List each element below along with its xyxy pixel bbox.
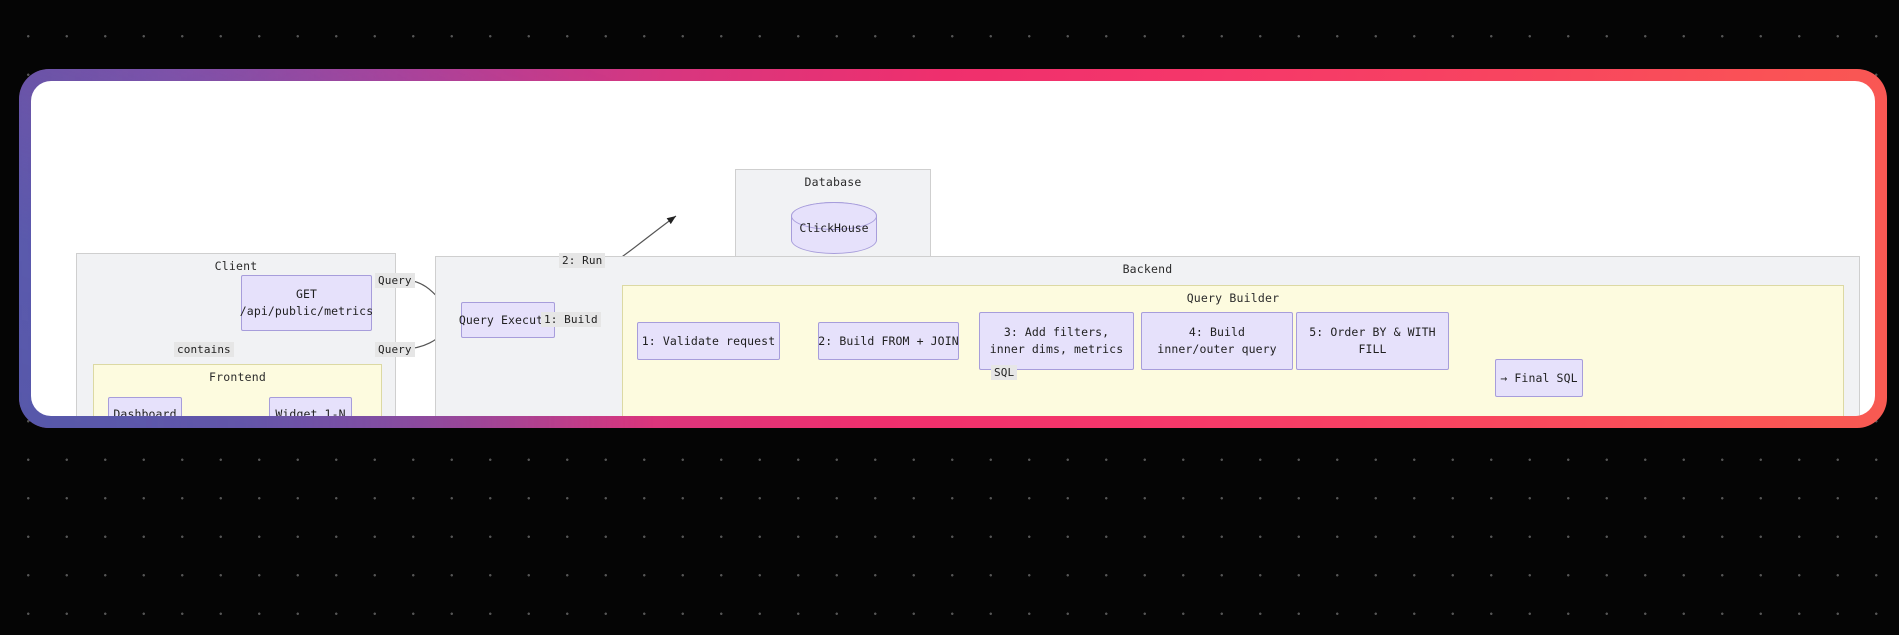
edge-label-api-query: Query (375, 273, 415, 288)
edge-label-run: 2: Run (559, 253, 606, 268)
node-step4-line2: inner/outer query (1157, 342, 1277, 356)
edge-label-build: 1: Build (541, 312, 601, 327)
edge-label-widget-query: Query (375, 342, 415, 357)
group-query-builder: Query Builder 1: Validate request 2: Bui… (622, 285, 1844, 416)
node-api-endpoint[interactable]: GET /api/public/metrics (239, 275, 374, 331)
node-widget[interactable]: Widget 1-N (269, 397, 352, 416)
node-step1-label: 1: Validate request (641, 333, 776, 348)
node-widget-label: Widget 1-N (275, 406, 346, 417)
node-step3-add-filters[interactable]: 3: Add filters, inner dims, metrics (979, 312, 1134, 370)
node-step2-label: 2: Build FROM + JOIN (818, 333, 959, 348)
node-step1-validate-request[interactable]: 1: Validate request (637, 322, 780, 360)
group-database-label: Database (804, 175, 862, 189)
group-database: Database ClickHouse (735, 169, 931, 265)
node-clickhouse[interactable]: ClickHouse (791, 202, 877, 254)
node-step5-line1: 5: Order BY & WITH (1309, 325, 1436, 339)
group-client-label: Client (214, 259, 258, 273)
node-step3-line2: inner dims, metrics (989, 342, 1124, 356)
group-frontend: Frontend Dashboard Widget 1-N (93, 364, 382, 416)
group-backend-label: Backend (1122, 262, 1173, 276)
node-final-sql[interactable]: → Final SQL (1495, 359, 1583, 397)
group-backend: Backend Query Executor Query Builder 1: … (435, 256, 1860, 416)
node-step4-line1: 4: Build (1188, 325, 1246, 339)
node-step4-build-inner-outer[interactable]: 4: Build inner/outer query (1141, 312, 1293, 370)
node-api-endpoint-method: GET (295, 287, 318, 301)
node-clickhouse-label: ClickHouse (799, 221, 869, 235)
diagram-canvas: Database ClickHouse Client GET /api/publ… (31, 81, 1875, 416)
gradient-frame-border: Database ClickHouse Client GET /api/publ… (19, 69, 1887, 428)
node-final-sql-label: → Final SQL (1500, 370, 1578, 385)
node-step2-build-from-join[interactable]: 2: Build FROM + JOIN (818, 322, 959, 360)
node-step5-order-by-with-fill[interactable]: 5: Order BY & WITH FILL (1296, 312, 1449, 370)
node-step3-line1: 3: Add filters, (1003, 325, 1110, 339)
node-dashboard[interactable]: Dashboard (108, 397, 182, 416)
node-dashboard-label: Dashboard (113, 406, 177, 417)
edge-label-contains: contains (174, 342, 234, 357)
cylinder-top-ellipse (791, 202, 877, 230)
group-frontend-label: Frontend (209, 370, 266, 384)
group-client: Client GET /api/public/metrics Frontend … (76, 253, 396, 416)
node-step5-line2: FILL (1358, 342, 1387, 356)
node-api-endpoint-path: /api/public/metrics (239, 304, 374, 318)
edge-label-sql: SQL (991, 365, 1018, 380)
group-query-builder-label: Query Builder (1186, 291, 1280, 305)
